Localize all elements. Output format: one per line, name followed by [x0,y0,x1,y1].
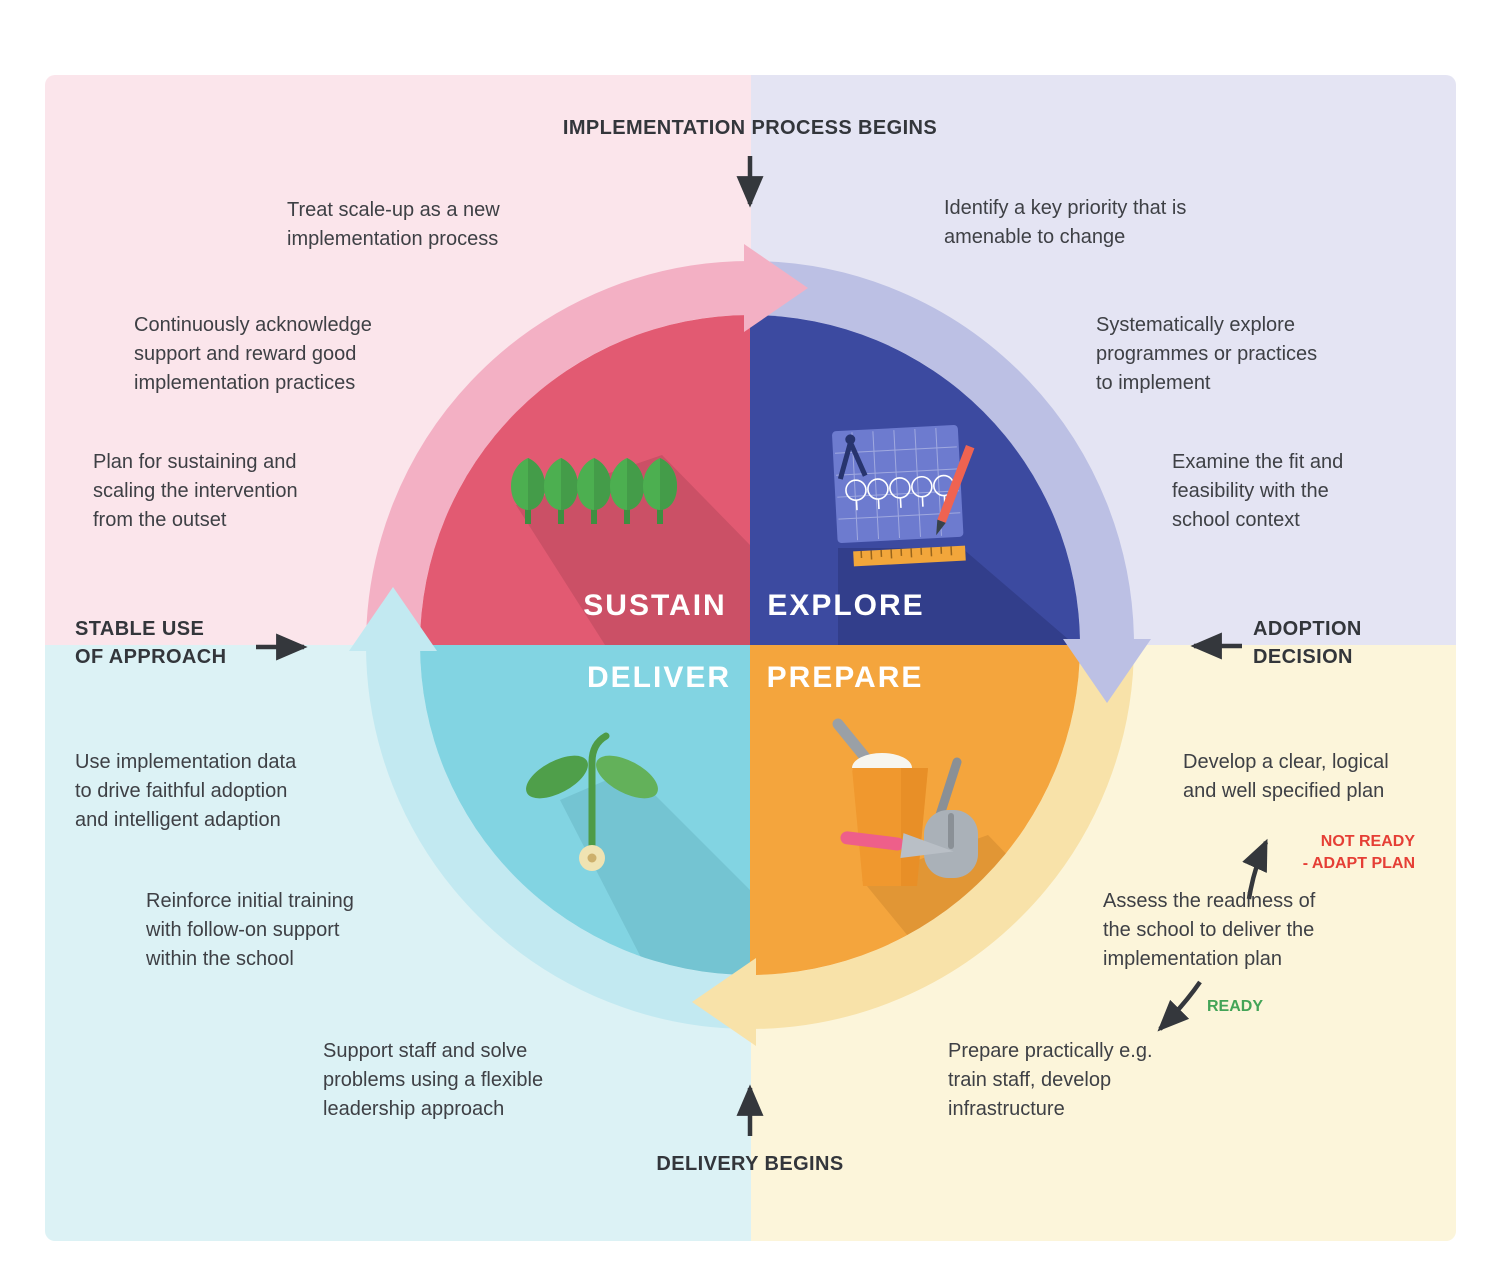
flow-arc-sustain [366,261,751,646]
sustain-note-scale-up: Treat scale-up as a new implementation p… [287,199,500,250]
explore-note-identify: Identify a key priority that is amenable… [944,197,1187,248]
prepare-note-practical: Prepare practically e.g. train staff, de… [948,1040,1153,1120]
deliver-note-reinforce: Reinforce initial training with follow-o… [146,890,354,970]
milestone-implementation-begins: IMPLEMENTATION PROCESS BEGINS [562,117,938,139]
not-ready-arrow-icon [1242,838,1269,900]
flow-arrow-sustain-to-explore [744,244,808,332]
milestone-delivery-begins: DELIVERY BEGINS [656,1153,844,1175]
flow-arc-deliver [366,644,751,1029]
flow-ring [366,261,1134,1029]
not-ready-label: NOT READY - ADAPT PLAN [1302,833,1415,872]
pencil-icon [936,444,975,536]
deliver-label: DELIVER [586,661,732,694]
milestone-adoption-decision: ADOPTION DECISION [1253,618,1362,668]
sustain-note-plan: Plan for sustaining and scaling the inte… [93,451,298,531]
explore-note-examine: Examine the fit and feasibility with the… [1172,451,1344,531]
deliver-note-data: Use implementation data to drive faithfu… [75,751,297,831]
ready-arrow-icon [1157,980,1202,1032]
ready-label: READY [1207,998,1264,1015]
ruler-icon [853,545,966,567]
milestone-stable-use: STABLE USE OF APPROACH [75,618,227,668]
flow-arc-explore [749,261,1134,646]
prepare-label: PREPARE [766,661,924,694]
tools-icon [832,718,978,886]
milestone-arrows [256,156,1269,1136]
flow-arrow-prepare-to-deliver [692,958,756,1046]
blueprint-icon [832,424,975,567]
deliver-note-support: Support staff and solve problems using a… [323,1040,544,1120]
trowel-icon [840,831,954,858]
flow-arrows [349,244,1151,1046]
flow-arrow-explore-to-prepare [1063,639,1151,703]
sustain-label: SUSTAIN [583,589,727,622]
explore-note-systematic: Systematically explore programmes or pra… [1096,314,1318,394]
shovel-icon [924,757,978,878]
explore-label: EXPLORE [767,589,925,622]
prepare-note-assess: Assess the readiness of the school to de… [1103,890,1316,970]
sustain-note-acknowledge: Continuously acknowledge support and rew… [134,314,372,394]
compass-icon [837,434,868,480]
seedling-icon [526,732,658,871]
prepare-note-develop: Develop a clear, logical and well specif… [1183,751,1389,802]
deliver-sector [420,645,750,975]
flow-arrow-deliver-to-sustain [349,587,437,651]
flow-arc-prepare [749,644,1134,1029]
